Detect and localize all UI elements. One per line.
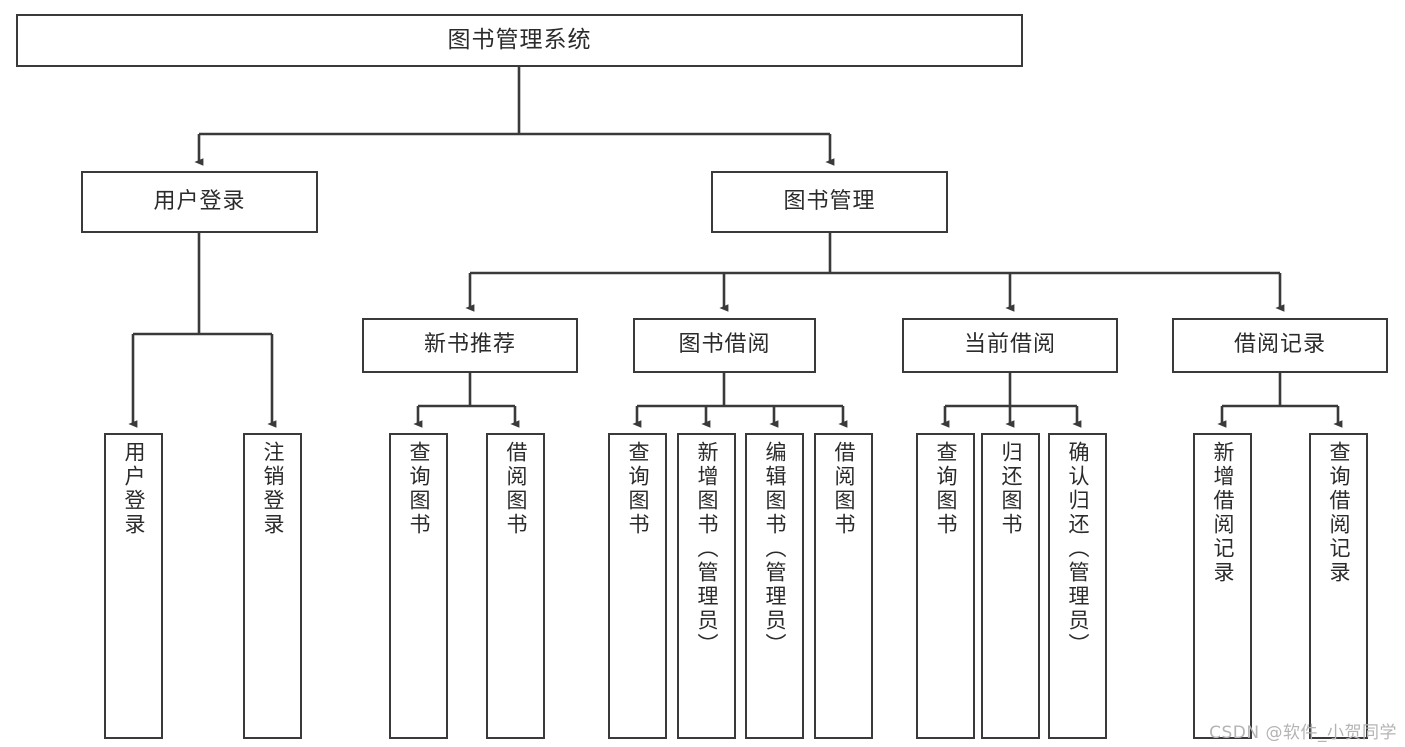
leaf-book-borrow-borrow[interactable]: 借阅图书 (814, 433, 873, 739)
node-label: 借阅图书 (832, 441, 856, 537)
node-label: 借阅图书 (504, 441, 528, 537)
node-root-system[interactable]: 图书管理系统 (16, 14, 1023, 67)
node-label: 查询图书 (626, 441, 650, 537)
leaf-borrow-record-add[interactable]: 新增借阅记录 (1193, 433, 1252, 739)
leaf-user-login-logout[interactable]: 注销登录 (243, 433, 302, 739)
node-borrow-record[interactable]: 借阅记录 (1172, 318, 1388, 373)
leaf-current-borrow-confirm-return[interactable]: 确认归还（管理员） (1048, 433, 1107, 739)
node-label: 归还图书 (999, 441, 1023, 537)
node-label: 图书管理系统 (447, 26, 592, 53)
node-label: 确认归还（管理员） (1066, 441, 1090, 657)
leaf-user-login-login[interactable]: 用户登录 (104, 433, 163, 739)
node-label: 当前借阅 (963, 332, 1056, 358)
node-label: 图书借阅 (678, 332, 771, 358)
node-label: 新增图书（管理员） (695, 441, 719, 657)
node-book-management[interactable]: 图书管理 (711, 171, 948, 233)
node-new-book-recommend[interactable]: 新书推荐 (362, 318, 578, 373)
node-label: 编辑图书（管理员） (763, 441, 787, 657)
node-label: 查询借阅记录 (1327, 441, 1351, 585)
node-label: 注销登录 (261, 441, 285, 537)
node-label: 用户登录 (153, 188, 246, 214)
leaf-new-book-query[interactable]: 查询图书 (389, 433, 448, 739)
node-user-login[interactable]: 用户登录 (81, 171, 318, 233)
leaf-book-borrow-add[interactable]: 新增图书（管理员） (677, 433, 736, 739)
node-label: 查询图书 (407, 441, 431, 537)
leaf-current-borrow-return[interactable]: 归还图书 (981, 433, 1040, 739)
leaf-book-borrow-query[interactable]: 查询图书 (608, 433, 667, 739)
leaf-new-book-borrow[interactable]: 借阅图书 (486, 433, 545, 739)
leaf-borrow-record-query[interactable]: 查询借阅记录 (1309, 433, 1368, 739)
csdn-watermark: CSDN @软件_小贺同学 (1209, 723, 1397, 743)
node-label: 借阅记录 (1233, 332, 1326, 358)
node-label: 新增借阅记录 (1211, 441, 1235, 585)
node-label: 查询图书 (934, 441, 958, 537)
leaf-current-borrow-query[interactable]: 查询图书 (916, 433, 975, 739)
node-current-borrow[interactable]: 当前借阅 (902, 318, 1118, 373)
leaf-book-borrow-edit[interactable]: 编辑图书（管理员） (745, 433, 804, 739)
node-label: 用户登录 (122, 441, 146, 537)
node-book-borrow[interactable]: 图书借阅 (633, 318, 816, 373)
node-label: 图书管理 (783, 188, 876, 214)
node-label: 新书推荐 (423, 332, 516, 358)
